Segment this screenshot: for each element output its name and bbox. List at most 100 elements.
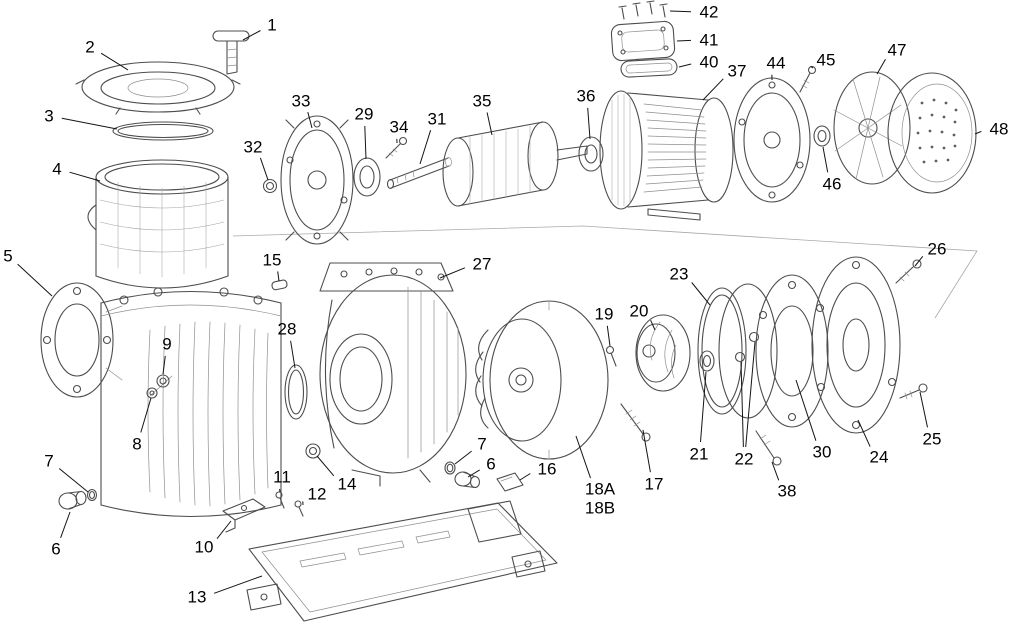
leader-drain-plug-o-ring-7 bbox=[58, 468, 89, 493]
impeller bbox=[635, 314, 691, 392]
leader-seal-plate-gasket-23 bbox=[691, 282, 711, 306]
leader-lid-o-ring-3 bbox=[61, 117, 118, 130]
leader-seal-plate-insert-22 bbox=[745, 341, 756, 448]
dowel-pin bbox=[271, 279, 288, 291]
endbell-bolt bbox=[799, 65, 817, 93]
part-label-16: 16 bbox=[538, 460, 557, 479]
leader-stator-37 bbox=[702, 78, 724, 101]
shaft-sleeve bbox=[386, 157, 452, 190]
base-plate bbox=[246, 500, 558, 622]
seal-plate-screw bbox=[755, 430, 782, 466]
terminal-box-gasket bbox=[620, 58, 678, 78]
leader-shaft-seal-21 bbox=[700, 371, 707, 443]
drain-plug-right bbox=[444, 461, 481, 489]
strainer-basket bbox=[87, 159, 229, 289]
leader-bearing-rear-36 bbox=[587, 107, 591, 140]
part-label-5: 5 bbox=[3, 247, 12, 266]
leader-endbell-bolt-45 bbox=[810, 65, 814, 69]
part-label-28: 28 bbox=[278, 320, 297, 339]
leader-seal-plate-insert-22 bbox=[740, 361, 744, 448]
part-label-18B: 18B bbox=[585, 499, 615, 518]
leader-strainer-basket-4 bbox=[69, 171, 101, 182]
leader-diffuser-bolt-17 bbox=[642, 429, 651, 473]
part-label-1: 1 bbox=[267, 16, 276, 35]
motor-front-endbell bbox=[280, 115, 354, 245]
cooling-fan bbox=[833, 71, 911, 185]
leader-volute-o-ring-28 bbox=[290, 340, 296, 369]
leader-motor-front-endbell-33 bbox=[307, 111, 313, 129]
leader-terminal-box-cover-41 bbox=[676, 39, 692, 42]
part-label-6: 6 bbox=[486, 455, 495, 474]
leader-motor-mount-bracket-24 bbox=[857, 419, 871, 447]
part-label-40: 40 bbox=[700, 53, 719, 72]
diffuser bbox=[475, 300, 609, 460]
terminal-box-cover bbox=[610, 20, 676, 62]
flange-nut bbox=[305, 443, 321, 459]
leader-strainer-lid-2 bbox=[100, 52, 129, 71]
part-label-33: 33 bbox=[292, 92, 311, 111]
leader-impeller-20 bbox=[650, 319, 656, 331]
leader-fan-cover-48 bbox=[974, 130, 982, 135]
leader-diffuser-18A bbox=[575, 435, 591, 479]
part-label-25: 25 bbox=[923, 430, 942, 449]
lid-o-ring bbox=[112, 121, 214, 141]
leader-bearing-washer-46 bbox=[822, 146, 829, 173]
fan-cover bbox=[887, 72, 977, 194]
leader-base-plate-13 bbox=[213, 575, 263, 594]
part-label-42: 42 bbox=[700, 3, 719, 22]
part-label-44: 44 bbox=[767, 54, 786, 73]
part-label-24: 24 bbox=[870, 448, 889, 467]
bracket-screw-lower bbox=[899, 383, 928, 400]
leader-drain-plug-6 bbox=[60, 511, 71, 538]
drain-plug-left bbox=[58, 488, 98, 510]
part-label-3: 3 bbox=[44, 107, 53, 126]
part-label-6: 6 bbox=[51, 540, 60, 559]
part-label-48: 48 bbox=[990, 120, 1009, 139]
inlet-flange bbox=[40, 282, 123, 398]
part-label-27: 27 bbox=[473, 255, 492, 274]
part-label-2: 2 bbox=[85, 38, 94, 57]
part-label-4: 4 bbox=[52, 160, 61, 179]
part-label-20: 20 bbox=[630, 302, 649, 321]
leader-support-bracket-10 bbox=[216, 520, 232, 540]
part-label-31: 31 bbox=[428, 110, 447, 129]
leader-terminal-box-gasket-40 bbox=[678, 63, 692, 68]
leader-bracket-screw-25 bbox=[919, 391, 928, 428]
strainer-lid bbox=[75, 61, 241, 115]
motor-mount-bracket bbox=[811, 256, 901, 434]
part-label-18A: 18A bbox=[585, 480, 616, 499]
part-label-30: 30 bbox=[813, 443, 832, 462]
part-label-22: 22 bbox=[735, 450, 754, 469]
leader-nut-9 bbox=[162, 355, 166, 375]
seal-plate-gasket bbox=[697, 287, 747, 415]
bracket-screws bbox=[275, 491, 304, 517]
exploded-plane-line bbox=[232, 225, 978, 319]
part-label-26: 26 bbox=[928, 240, 947, 259]
housing-nut-washer bbox=[146, 374, 170, 399]
volute-o-ring bbox=[284, 364, 308, 420]
part-label-45: 45 bbox=[817, 51, 836, 70]
part-label-17: 17 bbox=[645, 475, 664, 494]
part-label-11: 11 bbox=[273, 468, 291, 487]
part-label-14: 14 bbox=[338, 475, 357, 494]
part-label-32: 32 bbox=[244, 138, 263, 157]
part-label-35: 35 bbox=[473, 92, 492, 111]
leader-terminal-cover-screws-42 bbox=[669, 10, 692, 13]
bearing-washer bbox=[813, 125, 831, 147]
pipe-plug bbox=[496, 472, 524, 492]
leader-cooling-fan-47 bbox=[876, 58, 886, 75]
leader-drain-plug-6 bbox=[467, 469, 480, 478]
leader-rotor-35 bbox=[486, 112, 493, 136]
part-label-21: 21 bbox=[690, 445, 709, 464]
part-label-37: 37 bbox=[728, 62, 747, 81]
part-label-9: 9 bbox=[162, 335, 171, 354]
part-label-8: 8 bbox=[132, 435, 141, 454]
part-label-47: 47 bbox=[888, 41, 907, 60]
leader-endbell-nut-32 bbox=[259, 157, 269, 181]
leader-impeller-screw-19 bbox=[606, 325, 611, 347]
leader-bearing-front-29 bbox=[364, 125, 367, 160]
part-label-7: 7 bbox=[44, 452, 53, 471]
rotor bbox=[442, 121, 588, 207]
